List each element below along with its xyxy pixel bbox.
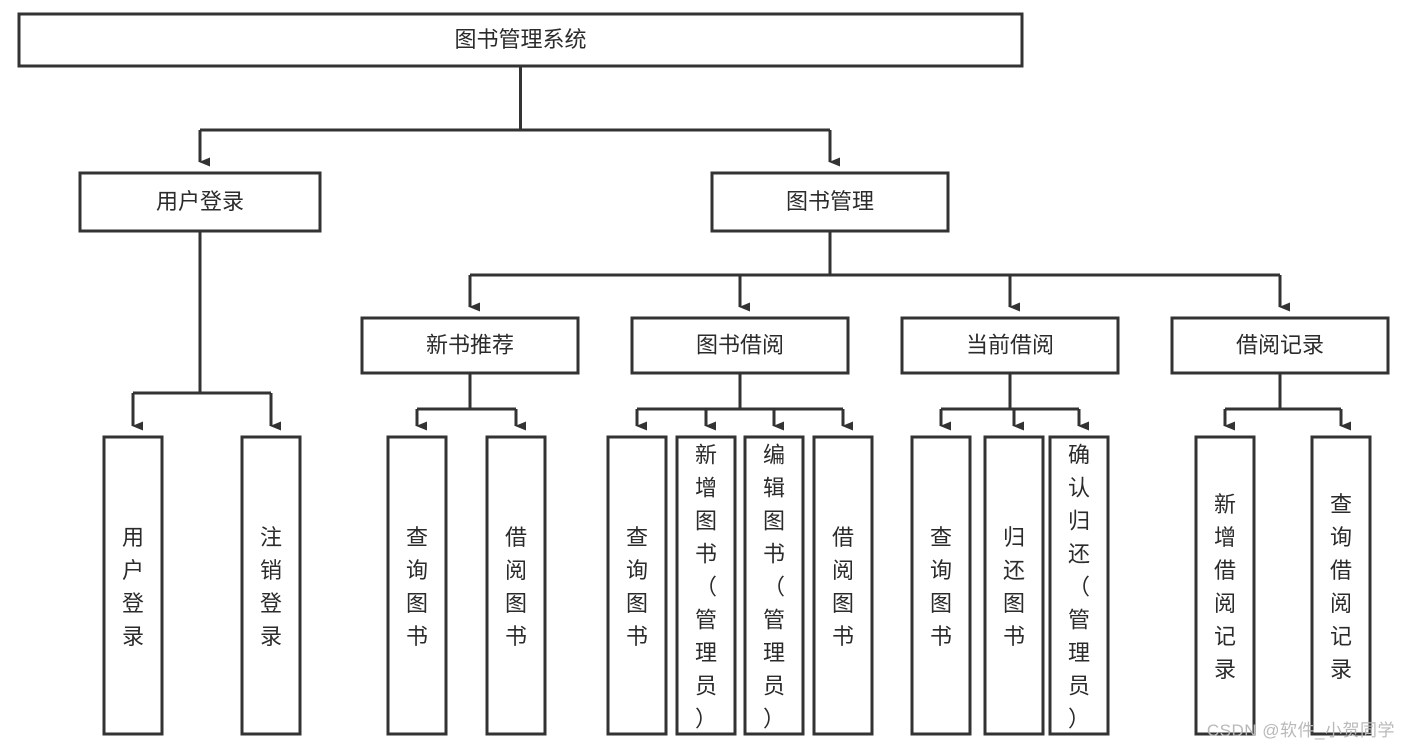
node-label: 查询图书 <box>930 525 952 649</box>
node-box <box>606 435 668 736</box>
level2-node-book-borrow[interactable]: 图书借阅 <box>630 316 850 375</box>
root-node-book-management-system[interactable]: 图书管理系统 <box>17 12 1024 68</box>
node-box <box>743 435 805 736</box>
level2-node-new-book-recommend[interactable]: 新书推荐 <box>360 316 580 375</box>
node-label: 用户登录 <box>122 525 144 649</box>
leaf-node-leaf-confirm-return[interactable]: 确认归还（管理员） <box>1048 435 1110 736</box>
leaf-node-leaf-query-book-3[interactable]: 查询图书 <box>910 435 972 736</box>
node-label: 借阅图书 <box>505 525 527 649</box>
node-box <box>710 171 950 233</box>
node-box <box>78 171 322 233</box>
node-label: 新增借阅记录 <box>1214 492 1236 682</box>
node-label: 查询图书 <box>406 525 428 649</box>
node-label: 查询借阅记录 <box>1330 492 1352 682</box>
node-box <box>360 316 580 375</box>
node-box <box>386 435 448 736</box>
level1-node-user-login[interactable]: 用户登录 <box>78 171 322 233</box>
node-label: 图书管理系统 <box>454 27 586 52</box>
node-label: 当前借阅 <box>966 332 1054 357</box>
connector-layer <box>131 66 1351 431</box>
node-box <box>485 435 547 736</box>
node-label: 查询图书 <box>626 525 648 649</box>
node-label: 新增图书（管理员） <box>695 443 717 732</box>
node-box <box>240 435 302 736</box>
node-box <box>17 12 1024 68</box>
leaf-node-leaf-return-book[interactable]: 归还图书 <box>983 435 1045 736</box>
node-label: 图书借阅 <box>696 332 784 357</box>
node-box <box>102 435 164 736</box>
node-layer: 图书管理系统用户登录图书管理新书推荐图书借阅当前借阅借阅记录用户登录注销登录查询… <box>17 12 1390 736</box>
leaf-node-leaf-user-login[interactable]: 用户登录 <box>102 435 164 736</box>
node-box <box>630 316 850 375</box>
node-box <box>983 435 1045 736</box>
node-label: 编辑图书（管理员） <box>763 443 785 732</box>
node-label: 归还图书 <box>1003 525 1025 649</box>
level2-node-current-borrow[interactable]: 当前借阅 <box>900 316 1120 375</box>
leaf-node-leaf-query-book-2[interactable]: 查询图书 <box>606 435 668 736</box>
level2-node-borrow-record[interactable]: 借阅记录 <box>1170 316 1390 375</box>
node-label: 确认归还（管理员） <box>1068 443 1090 732</box>
node-label: 借阅图书 <box>832 525 854 649</box>
node-box <box>1194 435 1256 736</box>
node-box <box>675 435 737 736</box>
node-label: 图书管理 <box>786 189 874 214</box>
node-box <box>1310 435 1372 736</box>
leaf-node-leaf-query-record[interactable]: 查询借阅记录 <box>1310 435 1372 736</box>
leaf-node-leaf-add-record[interactable]: 新增借阅记录 <box>1194 435 1256 736</box>
leaf-node-leaf-borrow-book-1[interactable]: 借阅图书 <box>485 435 547 736</box>
node-box <box>1048 435 1110 736</box>
node-label: 注销登录 <box>260 525 282 649</box>
node-box <box>812 435 874 736</box>
node-label: 用户登录 <box>156 189 244 214</box>
csdn-watermark: CSDN @软件_小贺同学 <box>1206 721 1395 740</box>
leaf-node-leaf-query-book-1[interactable]: 查询图书 <box>386 435 448 736</box>
leaf-node-leaf-borrow-book-2[interactable]: 借阅图书 <box>812 435 874 736</box>
node-label: 新书推荐 <box>426 332 514 357</box>
node-box <box>1170 316 1390 375</box>
leaf-node-leaf-add-book[interactable]: 新增图书（管理员） <box>675 435 737 736</box>
node-label: 借阅记录 <box>1236 332 1324 357</box>
leaf-node-leaf-user-logout[interactable]: 注销登录 <box>240 435 302 736</box>
leaf-node-leaf-edit-book[interactable]: 编辑图书（管理员） <box>743 435 805 736</box>
node-box <box>900 316 1120 375</box>
node-box <box>910 435 972 736</box>
level1-node-book-manage[interactable]: 图书管理 <box>710 171 950 233</box>
